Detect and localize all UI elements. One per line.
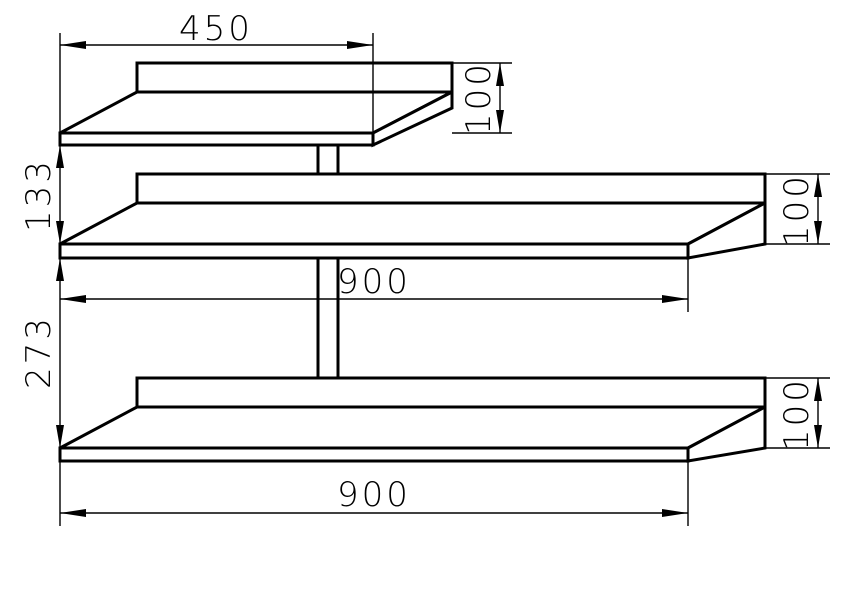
shelf-bottom <box>58 376 767 463</box>
dimension-top-gap: 133 <box>19 133 64 244</box>
dimension-top-height: 100 <box>452 61 512 135</box>
dimension-label-top-gap: 133 <box>19 158 59 232</box>
dimension-label-top-width: 450 <box>179 9 253 49</box>
dimension-middle-height: 100 <box>765 173 830 247</box>
dimension-lower-gap: 273 <box>19 258 64 448</box>
dimension-top-width: 450 <box>59 9 374 133</box>
dimension-middle-width: 900 <box>60 258 689 312</box>
dimension-label-bottom-height: 100 <box>777 377 817 451</box>
dimension-bottom-height: 100 <box>765 377 830 451</box>
shelf-middle <box>58 172 767 260</box>
dimension-label-middle-width: 900 <box>337 262 411 302</box>
dimension-label-lower-gap: 273 <box>19 315 59 389</box>
dimension-label-top-height: 100 <box>459 61 499 135</box>
dimension-bottom-width: 900 <box>59 461 689 526</box>
dimension-label-middle-height: 100 <box>777 173 817 247</box>
shelf-top <box>58 61 454 148</box>
dimension-label-bottom-width: 900 <box>337 475 411 515</box>
